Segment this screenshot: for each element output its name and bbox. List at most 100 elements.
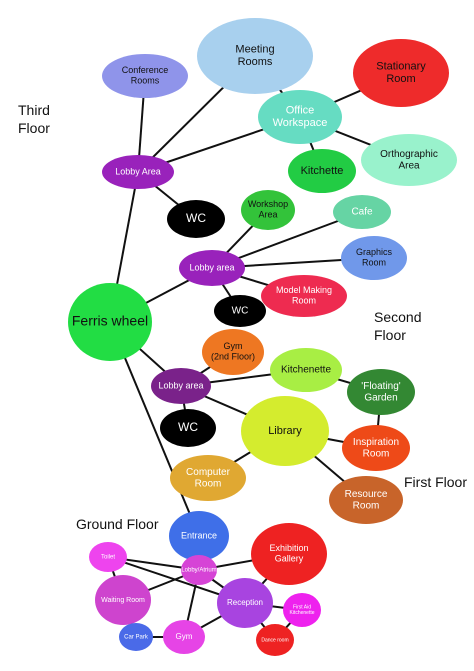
- node-label: 'Floating': [361, 381, 400, 392]
- node-label: Ferris wheel: [72, 313, 148, 329]
- node-bubble: [251, 523, 327, 585]
- node-gym-2nd: Gym(2nd Floor): [202, 329, 264, 375]
- node-label: Toilet: [101, 555, 115, 561]
- node-bubble: [342, 425, 410, 471]
- node-label: Room: [195, 478, 222, 489]
- node-label: Kitchette: [301, 165, 344, 177]
- node-label: WC: [186, 211, 206, 225]
- node-bubble: [197, 18, 313, 94]
- node-label: Waiting Room: [101, 597, 145, 604]
- node-bubble: [169, 511, 229, 561]
- node-label: Entrance: [181, 530, 217, 540]
- node-label: Reception: [227, 598, 263, 607]
- node-label: Room: [353, 500, 380, 511]
- node-lobby-atrium: Lobby/Atrium: [181, 555, 217, 585]
- node-bubble: [181, 555, 217, 585]
- node-toilet: Toilet: [89, 542, 127, 572]
- node-bubble: [329, 476, 403, 524]
- node-bubble: [333, 195, 391, 229]
- node-label: Orthographic: [380, 149, 438, 160]
- node-bubble: [102, 54, 188, 98]
- node-bubble: [160, 409, 216, 447]
- node-label: Graphics: [356, 247, 393, 257]
- node-wc-first: WC: [160, 409, 216, 447]
- node-bubble: [270, 348, 342, 392]
- node-label: Inspiration: [353, 437, 399, 448]
- node-label: Dance room: [261, 637, 288, 643]
- node-label: Lobby area: [189, 262, 234, 272]
- node-label: Gym: [224, 341, 243, 351]
- node-bubble: [261, 275, 347, 317]
- node-bubble: [288, 149, 356, 193]
- floor-label-ground: Ground Floor: [76, 516, 159, 532]
- node-bubble: [353, 39, 449, 107]
- node-label: Exhibition: [269, 543, 308, 553]
- node-lobby-third: Lobby Area: [102, 155, 174, 189]
- node-label: WC: [232, 306, 249, 317]
- node-reception: Reception: [217, 578, 273, 628]
- node-label: Rooms: [238, 56, 273, 68]
- node-bubble: [119, 623, 153, 651]
- node-label: Room: [386, 73, 415, 85]
- node-label: Lobby area: [158, 380, 203, 390]
- node-label: Cafe: [351, 207, 373, 218]
- floor-label-third: Floor: [18, 120, 50, 136]
- node-label: Room: [292, 296, 316, 306]
- node-label: Garden: [364, 392, 397, 403]
- node-label: Lobby/Atrium: [181, 568, 216, 574]
- node-library: Library: [241, 396, 329, 466]
- node-lobby-first: Lobby area: [151, 368, 211, 404]
- node-bubble: [151, 368, 211, 404]
- node-label: Conference: [122, 65, 169, 75]
- node-label: First Aid: [293, 604, 311, 610]
- node-floating-garden: 'Floating'Garden: [347, 369, 415, 415]
- node-label: Gym: [176, 632, 193, 641]
- node-label: Area: [258, 210, 277, 220]
- node-bubble: [256, 624, 294, 656]
- node-dance-room: Dance room: [256, 624, 294, 656]
- node-gym-ground: Gym: [163, 620, 205, 654]
- node-car-park: Car Park: [119, 623, 153, 651]
- node-label: Rooms: [131, 76, 160, 86]
- node-bubble: [283, 593, 321, 627]
- node-lobby-second: Lobby area: [179, 250, 245, 286]
- node-bubble: [89, 542, 127, 572]
- node-label: Computer: [186, 467, 231, 478]
- node-label: Kitchenette: [289, 610, 314, 616]
- node-waiting-room: Waiting Room: [95, 575, 151, 625]
- node-ferris-wheel: Ferris wheel: [68, 283, 152, 361]
- node-label: Area: [398, 160, 420, 171]
- node-label: Model Making: [276, 285, 332, 295]
- node-bubble: [167, 200, 225, 238]
- node-bubble: [68, 283, 152, 361]
- node-bubble: [202, 329, 264, 375]
- node-wc-second: WC: [214, 295, 266, 327]
- node-label: Workshop: [248, 199, 288, 209]
- node-bubble: [179, 250, 245, 286]
- node-bubble: [163, 620, 205, 654]
- node-bubble: [170, 455, 246, 501]
- node-label: Car Park: [124, 635, 149, 641]
- node-bubble: [241, 190, 295, 230]
- node-label: Room: [363, 448, 390, 459]
- node-bubble: [214, 295, 266, 327]
- node-label: Library: [268, 425, 302, 437]
- node-bubble: [95, 575, 151, 625]
- floor-label-second: Floor: [374, 327, 406, 343]
- floor-label-second: Second: [374, 309, 421, 325]
- node-bubble: [258, 90, 342, 144]
- node-bubble: [341, 236, 407, 280]
- node-label: (2nd Floor): [211, 352, 255, 362]
